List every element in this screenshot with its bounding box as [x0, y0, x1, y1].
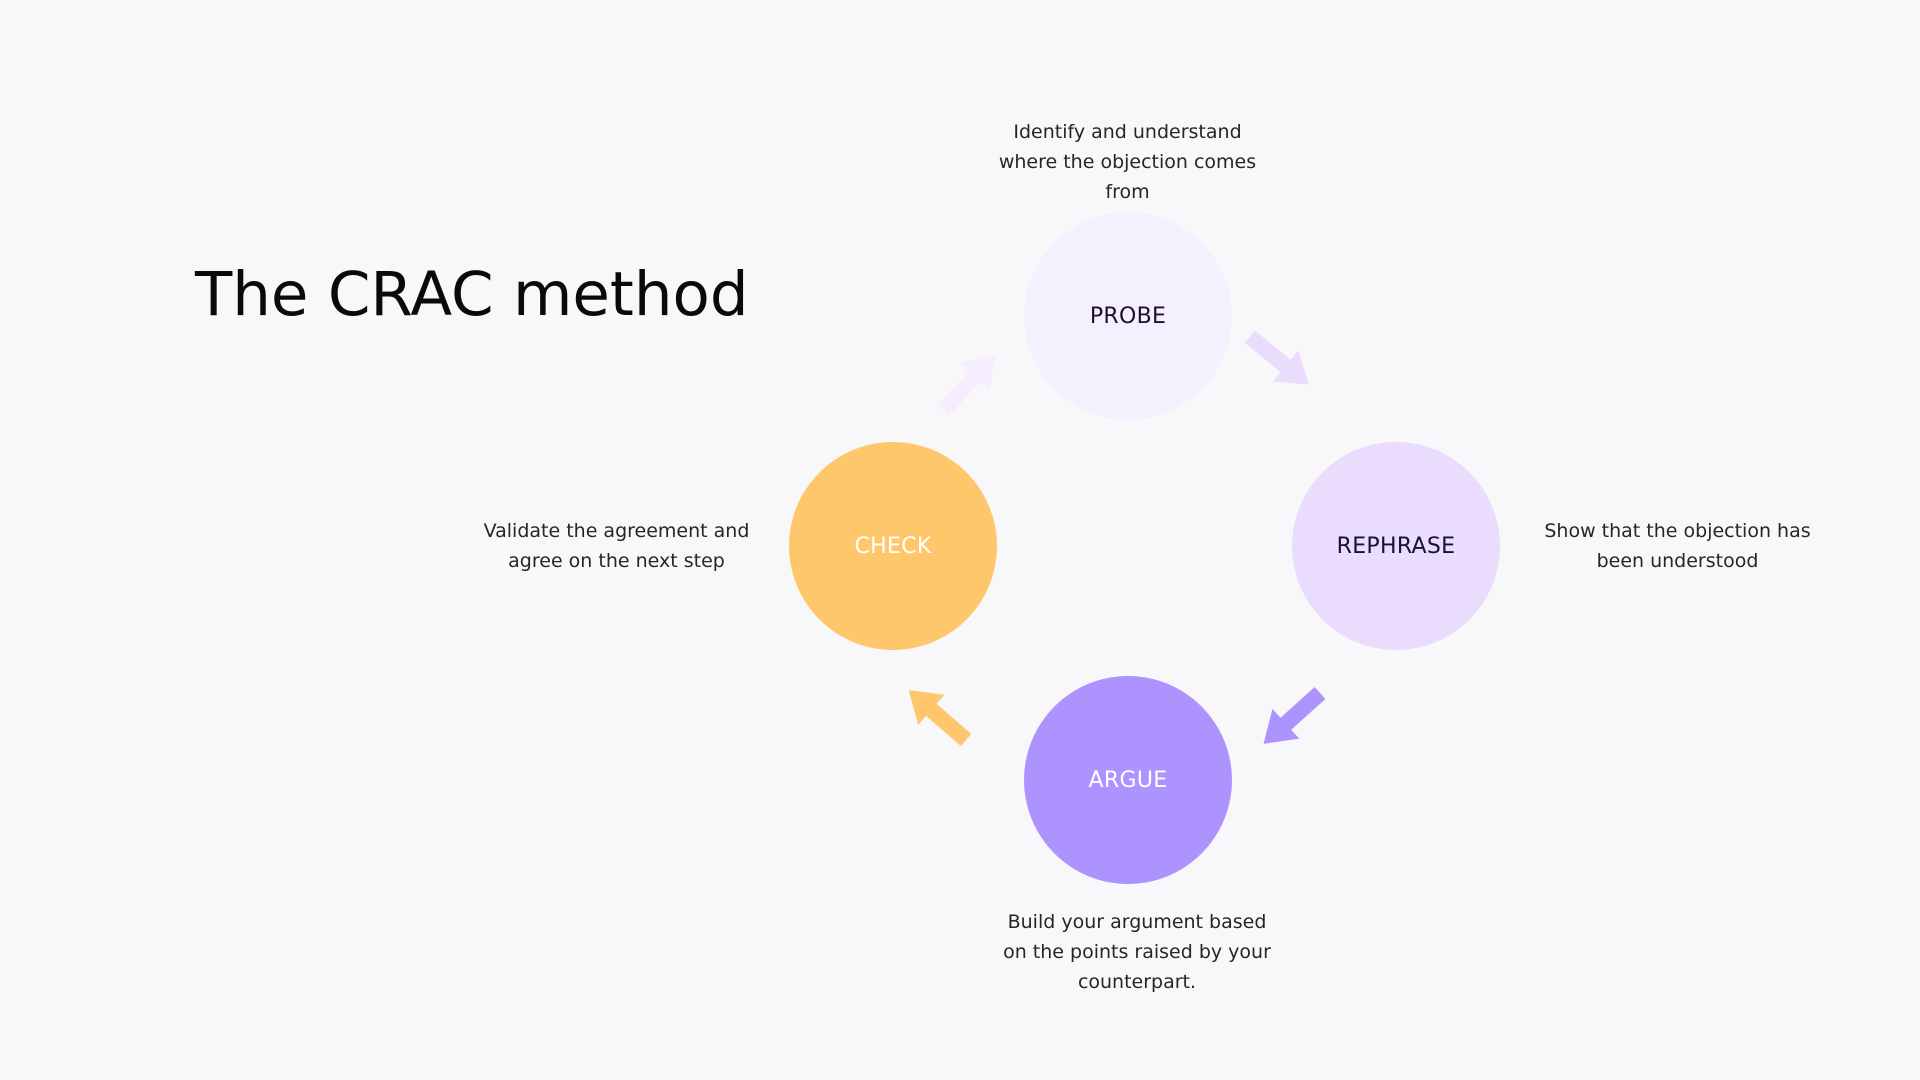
check-circle: CHECK — [789, 442, 997, 650]
arrow-rephrase-to-argue-shaft — [1278, 687, 1326, 732]
check-label: CHECK — [854, 533, 932, 559]
arrow-argue-to-check — [908, 690, 972, 747]
arrow-check-to-probe-head — [960, 355, 996, 391]
probe-circle: PROBE — [1024, 212, 1232, 420]
check-description: Validate the agreement and agree on the … — [483, 520, 750, 572]
arrow-rephrase-to-argue-head — [1263, 708, 1300, 744]
arrow-rephrase-to-argue — [1263, 687, 1326, 744]
rephrase-circle: REPHRASE — [1292, 442, 1500, 650]
probe-description: Identify and understand where the object… — [998, 121, 1257, 203]
arrow-argue-to-check-head — [908, 690, 945, 725]
arrow-argue-to-check-shaft — [924, 702, 972, 747]
argue-circle: ARGUE — [1024, 676, 1232, 884]
page-title: The CRAC method — [195, 259, 749, 330]
rephrase-label: REPHRASE — [1336, 533, 1456, 559]
arrow-probe-to-rephrase — [1244, 330, 1309, 385]
probe-label: PROBE — [1089, 303, 1167, 329]
arrow-check-to-probe-shaft — [937, 369, 983, 416]
arrow-check-to-probe — [937, 355, 996, 416]
argue-label: ARGUE — [1088, 767, 1168, 793]
arrow-probe-to-rephrase-shaft — [1244, 330, 1293, 374]
arrow-probe-to-rephrase-head — [1273, 350, 1309, 385]
rephrase-description: Show that the objection has been underst… — [1544, 520, 1811, 572]
argue-description: Build your argument based on the points … — [1003, 911, 1271, 993]
